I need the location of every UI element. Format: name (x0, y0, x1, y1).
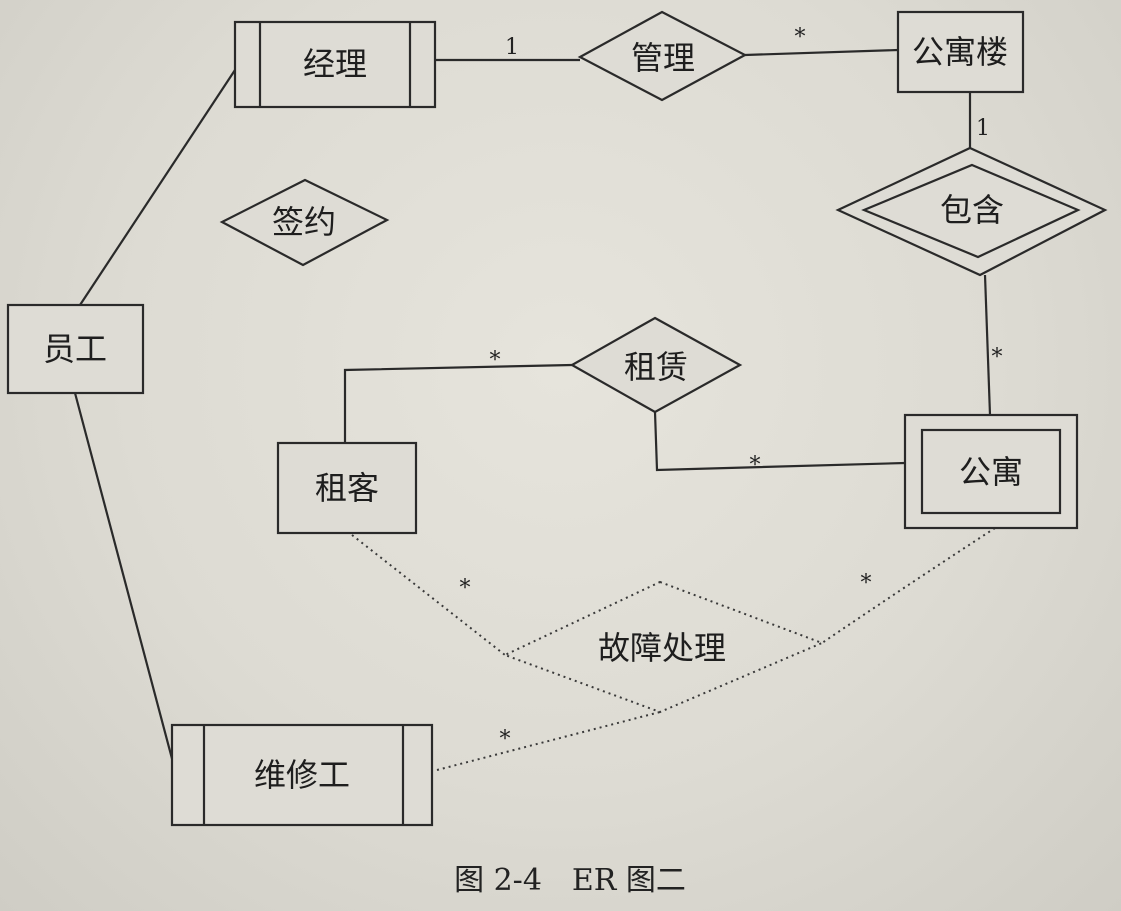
relationship-sign: 签约 (219, 178, 390, 267)
entity-manager-label: 经理 (303, 45, 367, 83)
entity-building: 公寓楼 (896, 10, 1025, 94)
card-lease-tenant: * (490, 348, 501, 373)
entity-manager: 经理 (233, 20, 437, 109)
card-contain-building: 1 (976, 116, 990, 141)
card-contain-apartment: * (992, 345, 1003, 370)
entity-repairer: 维修工 (170, 723, 434, 827)
cardinality-labels: 1 * 1 * * * * * * (460, 25, 1003, 752)
card-fault-repairer: * (500, 727, 511, 752)
entity-repairer-label: 维修工 (254, 756, 350, 794)
relationship-manage-label: 管理 (631, 39, 695, 77)
card-fault-tenant: * (460, 576, 471, 601)
entity-building-label: 公寓楼 (912, 33, 1008, 71)
entity-tenant-label: 租客 (315, 469, 379, 507)
line-manage-building (744, 48, 899, 57)
relationship-contain: 包含 (835, 146, 1108, 277)
entity-tenant: 租客 (276, 441, 418, 535)
card-fault-apartment: * (861, 571, 872, 596)
entity-employee-label: 员工 (43, 330, 107, 368)
relationship-contain-label: 包含 (940, 191, 1004, 229)
entity-employee: 员工 (6, 303, 145, 395)
line-lease-apartment (653, 411, 906, 472)
relationship-sign-label: 签约 (272, 203, 336, 241)
card-manage-manager: 1 (505, 35, 519, 60)
line-repairer-fault (436, 711, 661, 771)
line-apartment-fault (821, 527, 996, 644)
entity-apartment-label: 公寓 (959, 453, 1023, 491)
relationship-fault-handling: 故障处理 (502, 580, 825, 714)
entity-apartment: 公寓 (903, 413, 1079, 530)
relationship-lease: 租赁 (569, 316, 743, 414)
relationship-manage: 管理 (577, 10, 748, 102)
card-manage-building: * (795, 25, 806, 50)
relationship-lease-label: 租赁 (624, 348, 688, 386)
line-tenant-fault (351, 534, 506, 656)
line-contain-apartment (983, 274, 992, 416)
relationship-fault-handling-label: 故障处理 (598, 629, 726, 667)
figure-caption: 图 2-4 ER 图二 (454, 863, 686, 898)
connectors (73, 48, 996, 771)
card-lease-apartment: * (750, 453, 761, 478)
line-employee-repairer (73, 392, 177, 771)
line-manager-employee (79, 69, 236, 306)
line-tenant-lease (343, 363, 573, 443)
